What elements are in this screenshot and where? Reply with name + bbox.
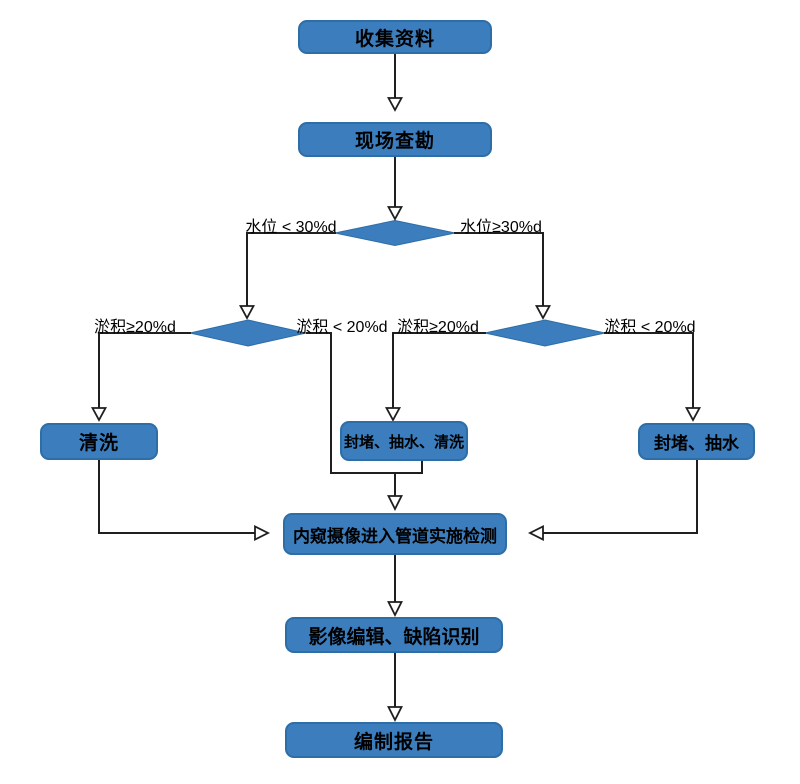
- decision-water-level-diamond: [334, 219, 456, 247]
- arrowhead-silt-clean: [90, 407, 108, 422]
- decision-silt-right-diamond: [484, 319, 606, 347]
- arrowhead-inspect-edit: [387, 601, 403, 618]
- connector-silt-clean: [98, 332, 191, 409]
- connector-silt-bp: [604, 332, 694, 409]
- branch-label-water-lt-30: 水位 < 30%d: [245, 219, 337, 236]
- branch-label-silt-ge-20-right: 淤积≥20%d: [397, 319, 479, 336]
- node-collect-data: 收集资料: [298, 20, 492, 54]
- node-block-pump-clean: 封堵、抽水、清洗: [340, 421, 468, 461]
- branch-label-silt-lt-20-left: 淤积 < 20%d: [296, 319, 388, 336]
- connector-silt-merge: [306, 332, 423, 474]
- arrowhead-clean-inspect: [254, 525, 271, 541]
- connector-clean-inspect: [98, 459, 255, 534]
- arrowhead-silt-bpc: [384, 407, 402, 422]
- connector-water-silt-left: [246, 232, 336, 307]
- connector-silt-bpc: [392, 332, 486, 409]
- arrowhead-silt-bp: [684, 407, 702, 422]
- connector-water-silt-right: [454, 232, 544, 307]
- arrowhead-collect-survey: [386, 97, 404, 112]
- node-site-survey: 现场查勘: [298, 122, 492, 157]
- branch-label-water-ge-30: 水位≥30%d: [460, 219, 542, 236]
- arrowhead-merge-inspect: [387, 495, 403, 512]
- connector-bp-inspect: [543, 459, 698, 534]
- decision-silt-left-diamond: [189, 319, 307, 347]
- branch-label-silt-ge-20-left: 淤积≥20%d: [94, 319, 176, 336]
- arrowhead-water-silt-right: [534, 305, 552, 320]
- arrowhead-bp-inspect: [527, 525, 544, 541]
- arrowhead-edit-report: [387, 706, 403, 723]
- arrowhead-water-silt-left: [238, 305, 256, 320]
- node-compile-report: 编制报告: [285, 722, 503, 758]
- node-image-edit-defect-id: 影像编辑、缺陷识别: [285, 617, 503, 653]
- node-clean: 清洗: [40, 423, 158, 460]
- arrowhead-survey-water: [386, 206, 404, 221]
- node-block-pump: 封堵、抽水: [638, 423, 755, 460]
- branch-label-silt-lt-20-right: 淤积 < 20%d: [604, 319, 696, 336]
- node-cctv-inspection: 内窥摄像进入管道实施检测: [283, 513, 507, 555]
